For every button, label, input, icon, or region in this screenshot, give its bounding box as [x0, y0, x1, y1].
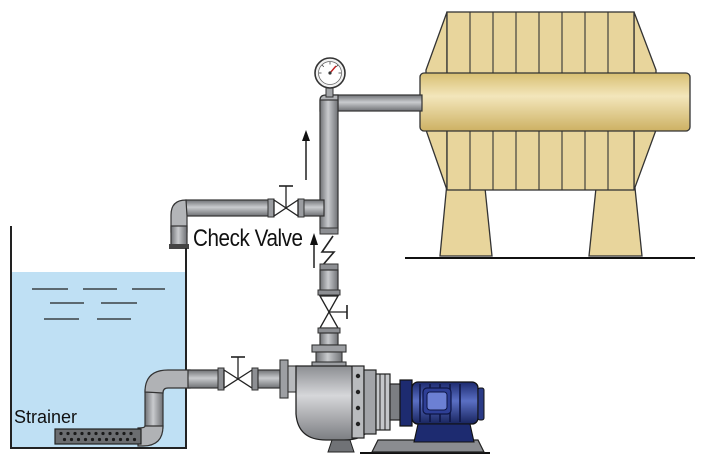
tank-walls: [10, 226, 187, 449]
suction-gate-valve-icon: [223, 356, 253, 390]
strainer-label: Strainer: [14, 407, 78, 427]
bypass-gate-valve-icon: [267, 185, 305, 218]
press-side-beam: [419, 72, 691, 132]
water-ripples: [32, 288, 165, 320]
pump-unit: [295, 365, 490, 454]
filter-press: [405, 11, 695, 259]
strainer-icon: [54, 428, 142, 445]
check-valve-label: Check Valve: [193, 225, 303, 252]
pressure-gauge-icon: [314, 57, 346, 89]
check-valve-icon: [319, 227, 339, 271]
check-valve-flow-arrow-icon: [310, 233, 318, 268]
flow-up-arrow-icon: [302, 130, 310, 180]
discharge-piping: [169, 57, 423, 369]
discharge-gate-valve-icon: [318, 295, 348, 329]
motor-icon: [399, 379, 485, 443]
suction-piping: [54, 356, 299, 447]
